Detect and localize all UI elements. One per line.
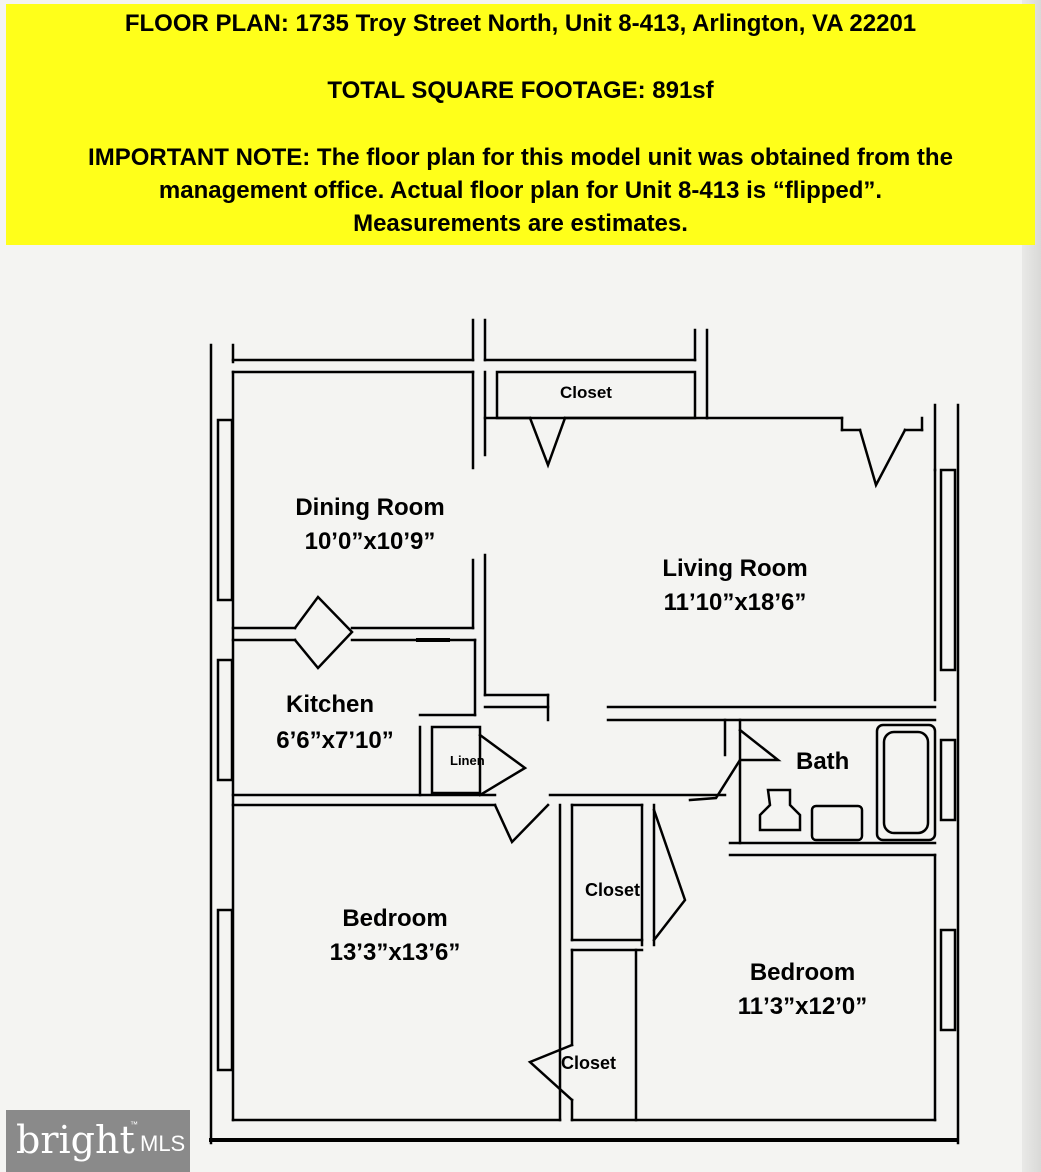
important-note-line-3: Measurements are estimates. — [353, 210, 688, 237]
dining-room-name: Dining Room — [295, 494, 445, 521]
bedroom1-size: 13’3”x13’6” — [329, 939, 461, 966]
dining-kitchen-door — [293, 595, 354, 670]
important-note-line-2: management office. Actual floor plan for… — [158, 177, 883, 204]
total-square-footage: TOTAL SQUARE FOOTAGE: 891sf — [327, 77, 714, 104]
scan-edge-shadow — [1022, 0, 1041, 1172]
window-bedroom2 — [939, 928, 957, 1032]
bathtub — [875, 723, 937, 842]
closet-bottom-label: Closet — [561, 1053, 617, 1073]
trademark-mark: ™ — [130, 1120, 138, 1129]
bath-door — [688, 728, 782, 802]
bath-label: Bath — [796, 748, 850, 775]
bright-mls-logo: bright ™ MLS — [6, 1110, 190, 1172]
bedroom2-size: 11’3”x12’0” — [737, 993, 868, 1020]
mls-logo-text: MLS — [140, 1131, 186, 1156]
window-kitchen — [216, 658, 234, 782]
bedroom1-name: Bedroom — [342, 905, 448, 932]
kitchen-name: Kitchen — [285, 691, 374, 718]
bright-logo-word: bright — [16, 1118, 135, 1162]
floor-plan-title: FLOOR PLAN: 1735 Troy Street North, Unit… — [124, 10, 917, 37]
window-bedroom1 — [216, 908, 234, 1072]
header-banner: FLOOR PLAN: 1735 Troy Street North, Unit… — [6, 4, 1035, 245]
window-bath — [939, 738, 957, 822]
linen-closet — [430, 725, 482, 795]
linen-label: Linen — [450, 753, 485, 768]
bedroom1-door — [493, 803, 550, 845]
kitchen-size: 6’6”x7’10” — [276, 727, 394, 754]
closet-mid-label: Closet — [585, 880, 641, 900]
living-room-size: 11’10”x18’6” — [663, 589, 807, 616]
toilet — [758, 788, 802, 832]
dining-room-size: 10’0”x10’9” — [304, 528, 436, 555]
window-dining — [216, 418, 234, 602]
sink — [810, 804, 864, 842]
window-living — [939, 468, 957, 672]
bedroom2-name: Bedroom — [749, 959, 856, 986]
living-room-name: Living Room — [662, 555, 808, 582]
closet-top-label: Closet — [560, 383, 612, 402]
important-note-line-1: IMPORTANT NOTE: The floor plan for this … — [88, 144, 953, 171]
